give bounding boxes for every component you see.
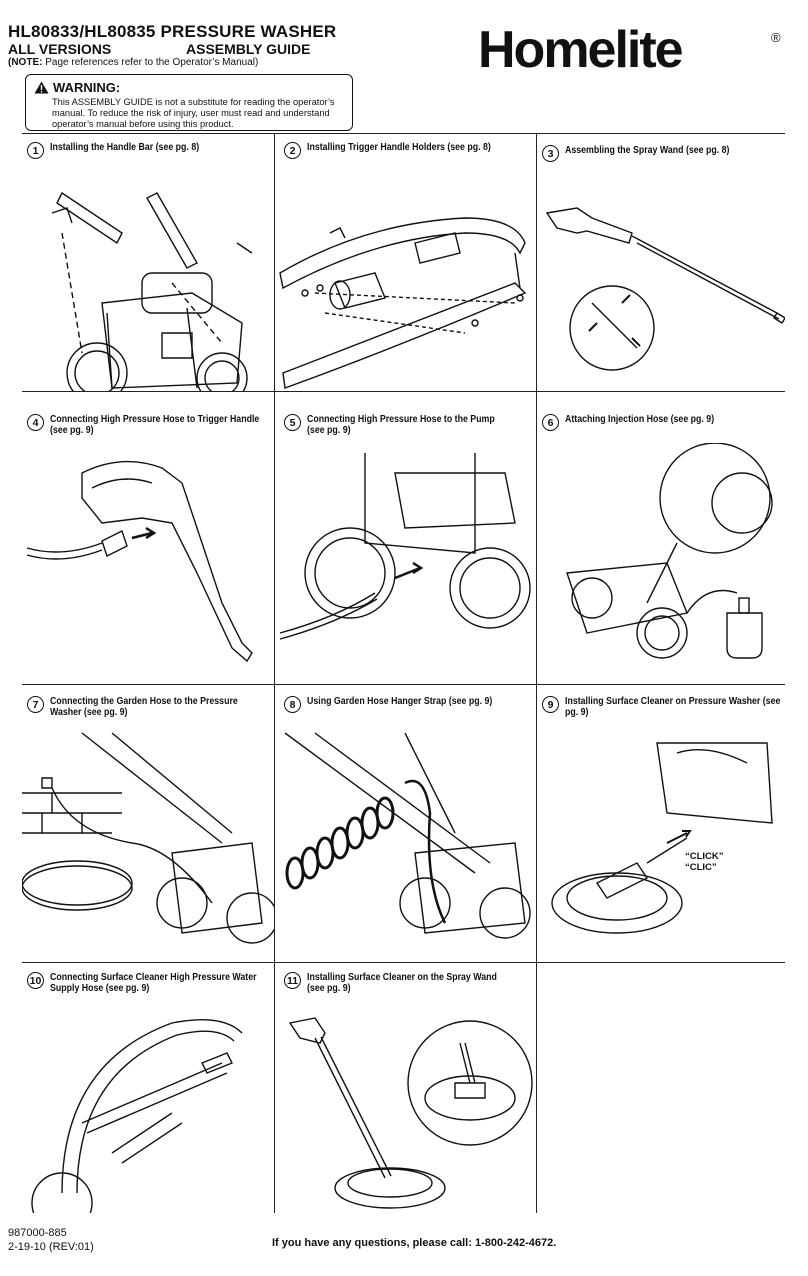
revision-date: 2-19-10 (REV:01): [8, 1241, 94, 1253]
grid-divider: [22, 133, 785, 134]
clic-label: “CLIC”: [685, 862, 717, 873]
warning-triangle-icon: [34, 81, 49, 94]
support-phone-text: If you have any questions, please call: …: [272, 1237, 557, 1249]
garden-hose-illustration: [22, 732, 274, 944]
footer-part-info: 987000-885 2-19-10 (REV:01): [8, 1226, 94, 1254]
trigger-hose-illustration: [26, 460, 253, 663]
grid-divider: [22, 391, 785, 392]
warning-box: WARNING: This ASSEMBLY GUIDE is not a su…: [25, 74, 353, 131]
document-title: HL80833/HL80835 PRESSURE WASHER: [8, 22, 337, 41]
handle-bar-illustration: [51, 191, 253, 391]
click-label: “CLICK”: [685, 851, 724, 862]
grid-divider: [274, 133, 275, 1213]
guide-label: ASSEMBLY GUIDE: [186, 41, 311, 57]
page-note: (NOTE: Page references refer to the Oper…: [8, 57, 259, 68]
pump-hose-illustration: [279, 453, 531, 640]
part-number: 987000-885: [8, 1227, 67, 1239]
grid-divider: [22, 684, 785, 685]
supply-hose-illustration: [31, 1018, 243, 1213]
injection-hose-illustration: [566, 443, 773, 659]
click-labels: “CLICK” “CLIC”: [685, 851, 724, 873]
spray-wand-illustration: [545, 207, 785, 371]
grid-divider: [22, 962, 785, 963]
surface-cleaner-wand-illustration: [288, 1017, 533, 1209]
trigger-holders-illustration: [279, 217, 527, 389]
registered-mark: ®: [771, 30, 781, 45]
hose-hanger-illustration: [284, 732, 531, 939]
homelite-logo: Homelite: [478, 21, 684, 79]
warning-text: This ASSEMBLY GUIDE is not a substitute …: [52, 97, 335, 129]
versions-label: ALL VERSIONS: [8, 41, 112, 57]
warning-heading: WARNING:: [34, 80, 120, 95]
grid-divider: [536, 133, 537, 1213]
surface-cleaner-washer-illustration: [551, 742, 773, 934]
